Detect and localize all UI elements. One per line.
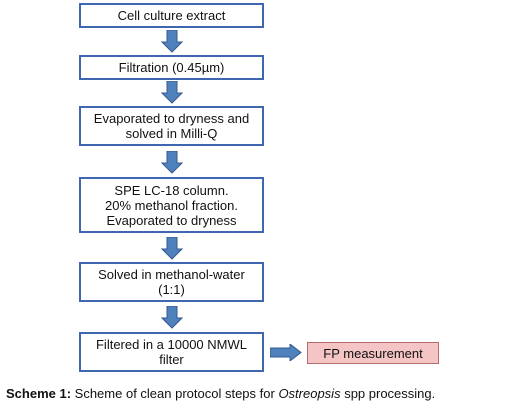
step-evaporated-solved: Evaporated to dryness and solved in Mill… (79, 106, 264, 146)
down-arrow-icon (161, 306, 183, 329)
fp-measurement-box: FP measurement (307, 342, 439, 364)
caption-italic-genus: Ostreopsis (278, 386, 341, 401)
fp-measurement-label: FP measurement (323, 345, 423, 361)
step-filtered-nmwl: Filtered in a 10000 NMWL filter (79, 332, 264, 372)
down-arrow-icon (161, 81, 183, 104)
step-label: Solved in methanol-water (1:1) (98, 267, 245, 297)
step-spe-column: SPE LC-18 column. 20% methanol fraction.… (79, 177, 264, 233)
caption-text: Scheme of clean protocol steps for (71, 386, 279, 401)
step-filtration: Filtration (0.45µm) (79, 55, 264, 80)
down-arrow-icon (161, 237, 183, 260)
step-label: Filtration (0.45µm) (118, 60, 225, 75)
step-label: Filtered in a 10000 NMWL filter (95, 337, 247, 367)
right-arrow-icon (270, 344, 302, 361)
step-solved-methanol-water: Solved in methanol-water (1:1) (79, 262, 264, 302)
down-arrow-icon (161, 151, 183, 174)
caption-text-end: spp processing. (340, 386, 436, 401)
down-arrow-icon (161, 30, 183, 53)
step-label: Evaporated to dryness and solved in Mill… (93, 111, 250, 141)
caption-label: Scheme 1: (6, 386, 72, 401)
step-cell-culture-extract: Cell culture extract (79, 3, 264, 28)
step-label: SPE LC-18 column. 20% methanol fraction.… (105, 182, 238, 228)
step-label: Cell culture extract (117, 8, 226, 23)
figure-caption: Scheme 1: Scheme of clean protocol steps… (6, 385, 512, 402)
